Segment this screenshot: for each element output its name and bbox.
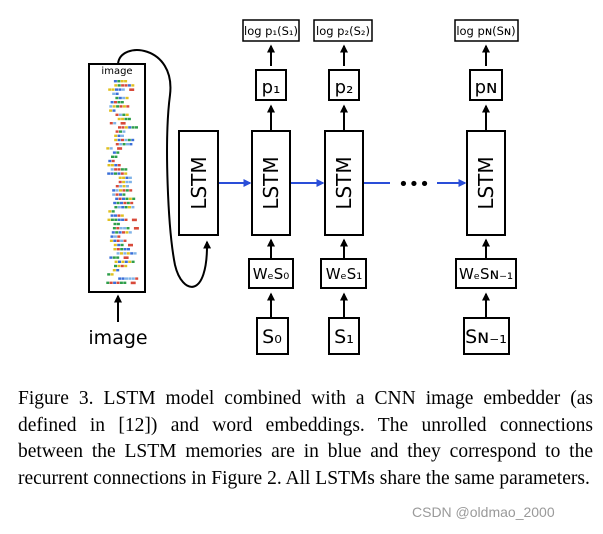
lstm-label-n: LSTM (474, 156, 498, 209)
embed-label-n: WₑSɴ₋₁ (459, 265, 513, 283)
ellipsis: ••• (398, 174, 430, 195)
lstm-diagram: image image LSTM log p₁(S₁) p₁ LSTM WₑS₀… (88, 19, 519, 355)
embed-label-1: WₑS₀ (253, 265, 290, 283)
lstm-initial (178, 130, 219, 236)
logp-label-n: log pɴ(Sɴ) (456, 24, 515, 38)
lstm-box-n (466, 130, 506, 236)
lstm-label-2: LSTM (332, 156, 356, 209)
word-box-2 (328, 317, 360, 355)
figure-caption: Figure 3. LSTM model combined with a CNN… (18, 388, 593, 489)
column-1: log p₁(S₁) p₁ LSTM WₑS₀ S₀ (242, 19, 300, 355)
word-label-1: S₀ (262, 326, 282, 348)
logp-label-1: log p₁(S₁) (244, 24, 298, 38)
image-input-label: image (88, 327, 147, 349)
p-label-1: p₁ (262, 77, 281, 98)
embed-box-2 (320, 258, 367, 289)
embed-label-2: WₑS₁ (326, 265, 363, 283)
lstm-box-2 (324, 130, 364, 236)
embed-box-1 (248, 258, 294, 289)
logp-label-2: log p₂(S₂) (316, 24, 370, 38)
p-box-2 (328, 69, 360, 101)
p-label-n: pɴ (475, 77, 498, 98)
p-box-1 (255, 69, 287, 101)
column-2: log p₂(S₂) p₂ LSTM WₑS₁ S₁ (313, 19, 373, 355)
lstm-initial-label: LSTM (187, 156, 211, 209)
embed-box-n (455, 258, 517, 289)
cnn-network-icon (106, 80, 139, 285)
lstm-label-1: LSTM (259, 156, 283, 209)
p-label-2: p₂ (335, 77, 354, 98)
column-n: log pɴ(Sɴ) pɴ LSTM WₑSɴ₋₁ Sɴ₋₁ (454, 19, 519, 355)
word-label-2: S₁ (334, 326, 354, 348)
word-box-n (463, 317, 510, 355)
lstm-box-1 (251, 130, 291, 236)
logp-box-1 (242, 19, 300, 42)
word-label-n: Sɴ₋₁ (465, 326, 507, 348)
cnn-box-label: image (101, 66, 132, 77)
p-box-n (469, 69, 503, 101)
cnn-to-lstm-curve (117, 49, 212, 288)
logp-box-2 (313, 19, 373, 42)
word-box-1 (256, 317, 289, 355)
logp-box-n (454, 19, 519, 42)
watermark: CSDN @oldmao_2000 (412, 504, 555, 520)
